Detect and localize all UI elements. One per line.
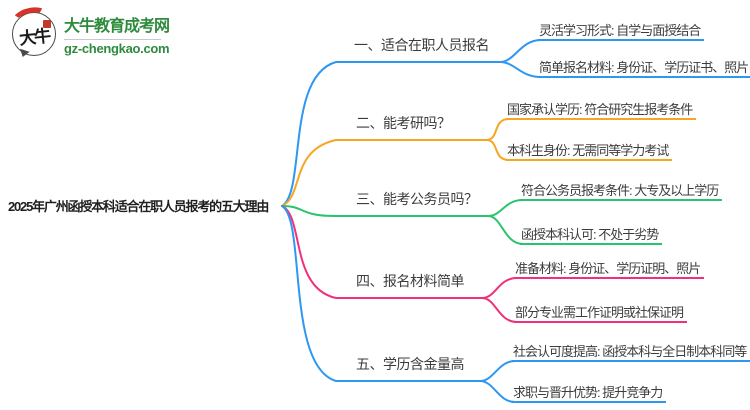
branch-3-label: 三、能考公务员吗？: [356, 191, 478, 207]
branch-1-child-2-link: [499, 61, 542, 78]
branch-5-child-1-link: [479, 360, 516, 382]
branch-2-child-2-link: [485, 139, 510, 161]
logo-text-block: 大牛教育成考网 gz-chengkao.com: [64, 10, 170, 56]
branch-5-child-2-link: [479, 380, 516, 403]
branch-1-child-2: 简单报名材料: 身份证、学历证书、照片: [538, 59, 750, 78]
site-logo: 大牛 大牛教育成考网 gz-chengkao.com: [10, 3, 170, 64]
branch-5-child-2: 求职与晋升优势: 提升竞争力: [512, 384, 667, 403]
branch-4-child-2-link: [481, 297, 518, 323]
branch-3-child-1: 符合公务员报考条件: 大专及以上学历: [520, 182, 723, 201]
logo-seal: [43, 20, 51, 28]
branch-1-line: [281, 61, 501, 207]
branch-3-child-1-link: [487, 199, 524, 217]
branch-2-child-1-link: [485, 118, 510, 141]
branch-5-label: 五、学历含金量高: [356, 356, 465, 372]
site-name: 大牛教育成考网: [64, 18, 170, 35]
branch-5-child-1: 社会认可度提高: 函授本科与全日制本科同等: [512, 343, 750, 362]
branch-4-line: [281, 205, 483, 299]
branch-3-child-2: 函授本科认可: 不处于劣势: [520, 226, 663, 245]
branch-3-child-2-link: [487, 215, 524, 245]
branch-4-child-2: 部分专业需工作证明或社保证明: [514, 304, 688, 323]
branch-1-child-1-link: [499, 39, 542, 63]
branch-2-child-2: 本科生身份: 无需同等学力考试: [506, 142, 673, 161]
central-topic: 2025年广州函授本科适合在职人员报考的五大理由: [8, 199, 269, 214]
branch-2-label: 二、能考研吗？: [356, 115, 451, 131]
branch-4-child-1: 准备材料: 身份证、学历证明、照片: [514, 260, 705, 279]
branch-5-line: [281, 205, 481, 382]
branch-2-child-1: 国家承认学历: 符合研究生报考条件: [506, 101, 697, 120]
branch-3-line: [281, 205, 489, 217]
branch-1-label: 一、适合在职人员报名: [354, 37, 490, 53]
logo-bull-icon: 大牛: [10, 3, 56, 64]
site-url: gz-chengkao.com: [64, 41, 170, 56]
branch-1-child-1: 灵活学习形式: 自学与面授结合: [538, 22, 705, 41]
logo-divider: [64, 39, 161, 40]
branch-4-child-1-link: [481, 277, 518, 299]
branch-2-line: [281, 139, 487, 207]
branch-4-label: 四、报名材料简单: [356, 273, 465, 289]
